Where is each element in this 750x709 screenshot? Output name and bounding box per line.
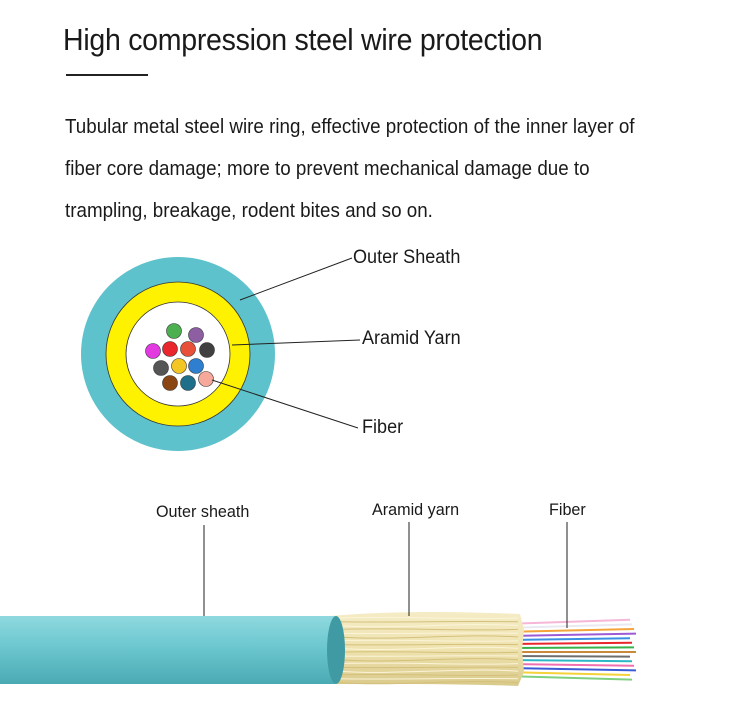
fiber-dot — [188, 358, 204, 374]
label-side-outer-sheath: Outer sheath — [156, 502, 250, 521]
aramid-strand — [337, 635, 519, 639]
aramid-strand — [337, 621, 519, 623]
fiber-strand — [504, 632, 637, 637]
fiber-dot — [162, 341, 178, 357]
fiber-dots — [145, 323, 215, 391]
aramid-strand — [337, 623, 519, 628]
fiber-strand — [504, 675, 633, 681]
aramid-strand — [337, 655, 519, 657]
aramid-strand — [337, 678, 519, 680]
fiber-strand — [504, 671, 631, 676]
aramid-strands — [337, 616, 519, 685]
label-side-fiber: Fiber — [549, 500, 586, 519]
aramid-strand — [337, 651, 519, 654]
leader-aramid-yarn — [231, 339, 361, 346]
aramid-strand — [337, 680, 519, 685]
aramid-inner-outline — [105, 281, 251, 427]
leader-outer-sheath — [239, 257, 353, 301]
outer-sheath-body — [0, 616, 345, 684]
fiber-strand — [504, 646, 635, 649]
fiber-strand — [504, 659, 633, 663]
cross-section — [81, 257, 361, 451]
aramid-strand — [337, 666, 519, 669]
aramid-strand — [337, 669, 519, 673]
aramid-strand — [337, 628, 519, 631]
fiber-strand — [504, 663, 635, 667]
fiber-dot — [145, 343, 161, 359]
fiber-strand — [504, 641, 633, 645]
label-side-aramid-yarn: Aramid yarn — [372, 500, 460, 519]
fiber-strand — [504, 623, 633, 629]
fiber-strands — [504, 618, 637, 681]
aramid-strand — [337, 639, 519, 642]
aramid-strand — [337, 632, 519, 634]
fiber-dot — [198, 371, 214, 387]
fiber-dot — [180, 375, 196, 391]
title-underline — [66, 74, 148, 76]
core-tube — [125, 301, 231, 407]
leader-fiber — [211, 379, 359, 429]
label-aramid-yarn: Aramid Yarn — [362, 328, 461, 349]
label-fiber: Fiber — [362, 417, 404, 438]
fiber-dot — [188, 327, 204, 343]
aramid-strand — [337, 673, 519, 677]
aramid-strand — [337, 662, 519, 665]
fiber-dot — [153, 360, 169, 376]
aramid-strand — [337, 643, 519, 646]
fiber-strand — [504, 637, 631, 641]
side-view — [0, 522, 637, 686]
label-outer-sheath: Outer Sheath — [353, 247, 461, 268]
page-title: High compression steel wire protection — [63, 22, 543, 57]
aramid-strand — [337, 658, 519, 662]
fiber-dot — [199, 342, 215, 358]
fiber-dot — [162, 375, 178, 391]
description-text: Tubular metal steel wire ring, effective… — [65, 116, 635, 222]
fiber-dot — [180, 341, 196, 357]
fiber-dot — [171, 358, 187, 374]
fiber-strand — [504, 655, 631, 658]
aramid-strand — [337, 646, 519, 651]
aramid-strand — [337, 616, 519, 620]
fiber-dot — [166, 323, 182, 339]
fiber-strand — [504, 628, 635, 633]
sheath-cut-edge — [327, 616, 345, 684]
fiber-strand — [504, 667, 637, 672]
